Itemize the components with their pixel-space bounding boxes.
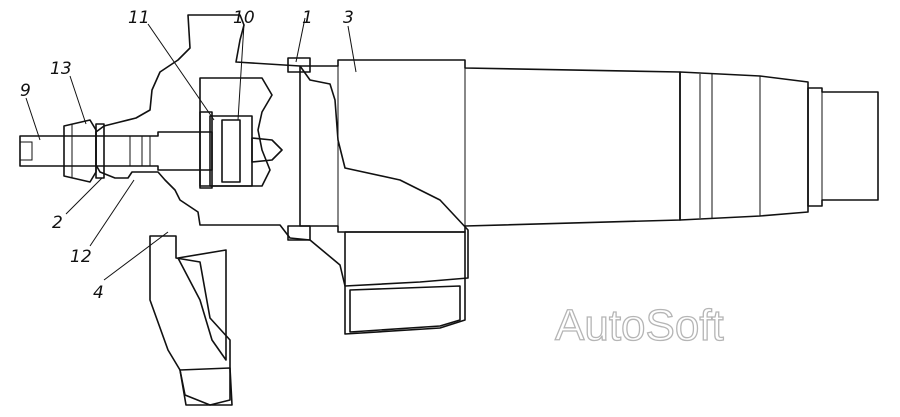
washer — [95, 123, 105, 179]
callout-12: 12 — [70, 179, 135, 267]
callout-1-label: 1 — [302, 8, 313, 28]
seal-bottom — [287, 225, 311, 241]
callout-4: 4 — [93, 231, 169, 303]
callout-3-label: 3 — [343, 8, 354, 28]
shaft-body — [299, 59, 879, 335]
callout-13: 13 — [50, 59, 87, 125]
callout-1: 1 — [295, 8, 313, 63]
callout-9: 9 — [20, 81, 41, 141]
callout-11: 11 — [128, 8, 215, 121]
callout-2-label: 2 — [52, 213, 63, 233]
callout-12-label: 12 — [70, 247, 92, 267]
callout-9-label: 9 — [20, 81, 31, 101]
housing — [95, 14, 469, 406]
seal-top — [287, 57, 311, 73]
callout-11-label: 11 — [128, 8, 150, 28]
callout-13-label: 13 — [50, 59, 72, 79]
callout-2: 2 — [52, 177, 103, 233]
watermark: AutoSoft — [555, 301, 724, 350]
stud-bolt — [19, 131, 213, 171]
callout-10-label: 10 — [233, 8, 255, 28]
nut — [63, 119, 97, 183]
callout-4-label: 4 — [93, 283, 104, 303]
callout-10: 10 — [233, 8, 255, 121]
callout-3: 3 — [343, 8, 357, 73]
